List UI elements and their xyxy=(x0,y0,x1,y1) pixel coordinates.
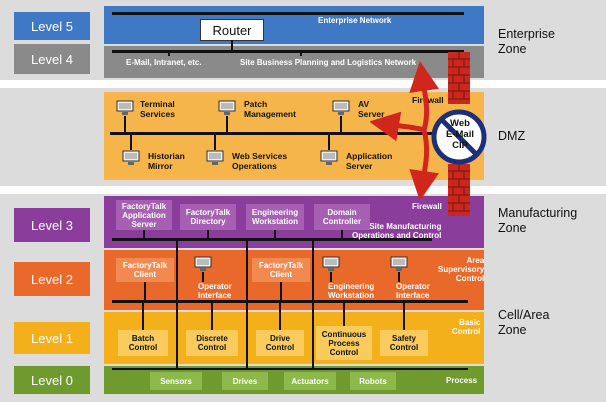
firewall-bottom-icon xyxy=(448,164,470,216)
web-services-pc-icon xyxy=(206,150,224,165)
level-3-label: Level 3 xyxy=(14,208,90,242)
dmz-band xyxy=(104,92,484,180)
av-link xyxy=(340,116,342,132)
site-manufacturing-label: Site Manufacturing Operations and Contro… xyxy=(352,222,442,240)
enterprise-network-label: Enterprise Network xyxy=(318,16,392,25)
process-bus-line xyxy=(112,368,468,370)
mfg-link-ftapp xyxy=(143,230,145,238)
application-link xyxy=(328,134,330,150)
level2-link-eng2 xyxy=(330,272,332,282)
engineering-workstation-2-pc-icon xyxy=(322,256,340,271)
drive-control-box: Drive Control xyxy=(256,330,304,356)
discrete-control-box: Discrete Control xyxy=(186,330,238,356)
mfg-link-ftdir xyxy=(207,230,209,238)
divider-bottom xyxy=(0,186,606,194)
level2-link-ftc1 xyxy=(144,282,146,300)
historian-mirror-pc-icon xyxy=(122,150,140,165)
sensors-box: Sensors xyxy=(150,372,202,390)
application-server-label: Application Server xyxy=(346,151,393,171)
dmz-bus-line xyxy=(110,132,448,135)
dmz-zone-label: DMZ xyxy=(498,129,526,143)
blocked-traffic-label: Web E-Mail CIP xyxy=(446,118,474,151)
operator-interface-2-label: Operator Interface xyxy=(396,282,430,300)
patch-management-label: Patch Management xyxy=(244,99,296,119)
manufacturing-zone-label: Manufacturing Zone xyxy=(498,206,578,235)
traffic-arrows xyxy=(370,61,439,200)
av-server-pc-icon xyxy=(332,100,350,115)
site-planning-label: Site Business Planning and Logistics Net… xyxy=(240,58,417,67)
level2-link-op1 xyxy=(202,272,204,282)
historian-link xyxy=(130,134,132,150)
mfg-link-engws xyxy=(274,230,276,238)
backbone-right xyxy=(312,238,314,368)
firewall-top-icon xyxy=(448,52,470,104)
mfg-link-domain xyxy=(341,230,343,238)
planning-link xyxy=(300,50,302,56)
patch-management-pc-icon xyxy=(218,100,236,115)
level1-link-discrete xyxy=(211,302,213,330)
arrow-to-dmz xyxy=(370,111,425,142)
level1-link-drive xyxy=(279,302,281,330)
ft-application-server-box: FactoryTalk Application Server xyxy=(116,200,172,230)
webservices-link xyxy=(214,134,216,150)
robots-box: Robots xyxy=(350,372,396,390)
basic-control-label: Basic Control xyxy=(452,318,481,336)
backbone-left xyxy=(176,238,178,368)
level1-link-batch xyxy=(142,302,144,330)
area-supervisory-label: Area Supervisory Control xyxy=(438,256,485,283)
level-0-label: Level 0 xyxy=(14,366,90,394)
divider-top xyxy=(0,80,606,88)
arrow-up-to-enterprise xyxy=(409,61,439,131)
ft-client-2-box: FactoryTalk Client xyxy=(252,258,310,282)
level-1-label: Level 1 xyxy=(14,322,90,354)
level2-link-ftc2 xyxy=(280,282,282,300)
historian-mirror-label: Historian Mirror xyxy=(148,151,185,171)
application-server-pc-icon xyxy=(320,150,338,165)
domain-controller-box: Domain Controller xyxy=(314,204,370,230)
blocked-traffic-icon xyxy=(431,109,487,165)
level-2-label: Level 2 xyxy=(14,262,90,296)
drives-box: Drives xyxy=(222,372,268,390)
level1-link-safety xyxy=(403,302,405,330)
manufacturing-firewall-label: Firewall xyxy=(412,202,442,211)
continuous-process-control-box: Continuous Process Control xyxy=(316,326,372,360)
site-bus-line xyxy=(112,50,464,53)
level2-link-op2 xyxy=(398,272,400,282)
level2-bus-line xyxy=(112,300,468,303)
backbone-mid xyxy=(246,238,248,368)
level-5-label: Level 5 xyxy=(14,12,90,40)
patch-link xyxy=(226,116,228,132)
safety-control-box: Safety Control xyxy=(380,330,428,356)
terminal-link xyxy=(124,116,126,132)
process-label: Process xyxy=(446,376,478,385)
enterprise-bus-line xyxy=(112,12,464,15)
operator-interface-1-pc-icon xyxy=(194,256,212,271)
arrow-down-to-manufacturing xyxy=(409,129,439,200)
engineering-workstation-box: Engineering Workstation xyxy=(246,204,304,230)
level-4-label: Level 4 xyxy=(14,44,90,74)
operator-interface-2-pc-icon xyxy=(390,256,408,271)
manufacturing-bus-line xyxy=(112,238,432,241)
actuators-box: Actuators xyxy=(284,372,336,390)
web-services-label: Web Services Operations xyxy=(232,151,288,171)
router-link-down xyxy=(231,40,233,50)
email-intranet-label: E-Mail, Intranet, etc. xyxy=(126,58,202,67)
ft-client-1-box: FactoryTalk Client xyxy=(116,258,174,282)
level1-link-continuous xyxy=(343,302,345,326)
ft-directory-box: FactoryTalk Directory xyxy=(180,204,236,230)
operator-interface-1-label: Operator Interface xyxy=(198,282,232,300)
enterprise-zone-label: Enterprise Zone xyxy=(498,27,555,56)
batch-control-box: Batch Control xyxy=(118,330,168,356)
terminal-services-pc-icon xyxy=(116,100,134,115)
terminal-services-label: Terminal Services xyxy=(140,99,175,119)
engineering-workstation-2-label: Engineering Workstation xyxy=(328,282,375,300)
cell-area-zone-label: Cell/Area Zone xyxy=(498,308,550,337)
email-link xyxy=(168,50,170,56)
router-box: Router xyxy=(200,19,264,41)
